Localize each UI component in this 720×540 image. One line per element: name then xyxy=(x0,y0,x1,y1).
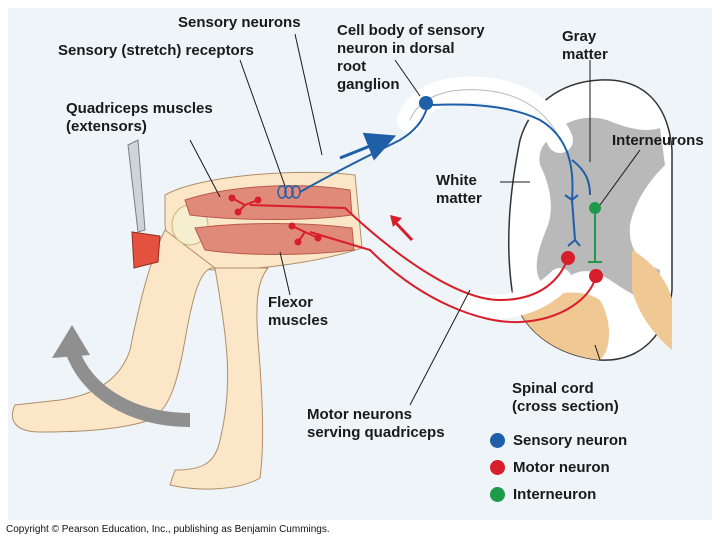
motor-neuron-path-quadriceps xyxy=(249,204,569,302)
sensory-terminal-2 xyxy=(567,239,581,247)
copyright-notice: Copyright © Pearson Education, Inc., pub… xyxy=(6,524,330,535)
leader-lines xyxy=(189,33,641,406)
curved-arrow-icon xyxy=(52,325,191,427)
ventral-root xyxy=(458,268,572,319)
lower-leg xyxy=(11,229,216,433)
legend-label-motor: Motor neuron xyxy=(513,459,610,476)
flexor-muscle xyxy=(194,223,355,255)
label-sensory-neurons: Sensory neurons xyxy=(178,14,301,31)
legend-item-motor: Motor neuron xyxy=(490,459,610,476)
label-spinal-cord: Spinal cord (cross section) xyxy=(512,380,619,415)
sensory-branch xyxy=(571,159,591,196)
sensory-dot-icon xyxy=(490,433,505,448)
support-leg xyxy=(169,267,270,490)
reflex-hammer-icon xyxy=(127,139,161,269)
sensory-cell-body xyxy=(419,96,433,110)
label-cell-body: Cell body of sensory neuron in dorsal ro… xyxy=(337,22,485,93)
label-gray-matter: Gray matter xyxy=(562,28,608,63)
motor-dot-icon xyxy=(490,460,505,475)
label-sensory-receptors: Sensory (stretch) receptors xyxy=(58,42,254,59)
legend-item-interneuron: Interneuron xyxy=(490,486,596,503)
label-flexor: Flexor muscles xyxy=(268,294,329,329)
sensory-terminal-1 xyxy=(564,194,579,201)
motor-cell-body-2 xyxy=(589,269,603,283)
motor-neuron-path-flexor xyxy=(309,231,597,324)
interneuron xyxy=(588,202,602,263)
sensory-direction-arrow xyxy=(339,132,397,161)
label-interneurons: Interneurons xyxy=(612,132,704,149)
motor-direction-arrow xyxy=(393,220,414,242)
label-quadriceps: Quadriceps muscles (extensors) xyxy=(66,100,213,135)
motor-cell-body-1 xyxy=(561,251,575,265)
legend-item-sensory: Sensory neuron xyxy=(490,432,627,449)
motor-end-plates xyxy=(228,194,322,246)
legend-label-interneuron: Interneuron xyxy=(513,486,597,503)
legend-label-sensory: Sensory neuron xyxy=(513,432,628,449)
label-motor-neurons: Motor neurons serving quadriceps xyxy=(307,406,445,441)
label-white-matter: White matter xyxy=(436,172,482,207)
interneuron-dot-icon xyxy=(490,487,505,502)
